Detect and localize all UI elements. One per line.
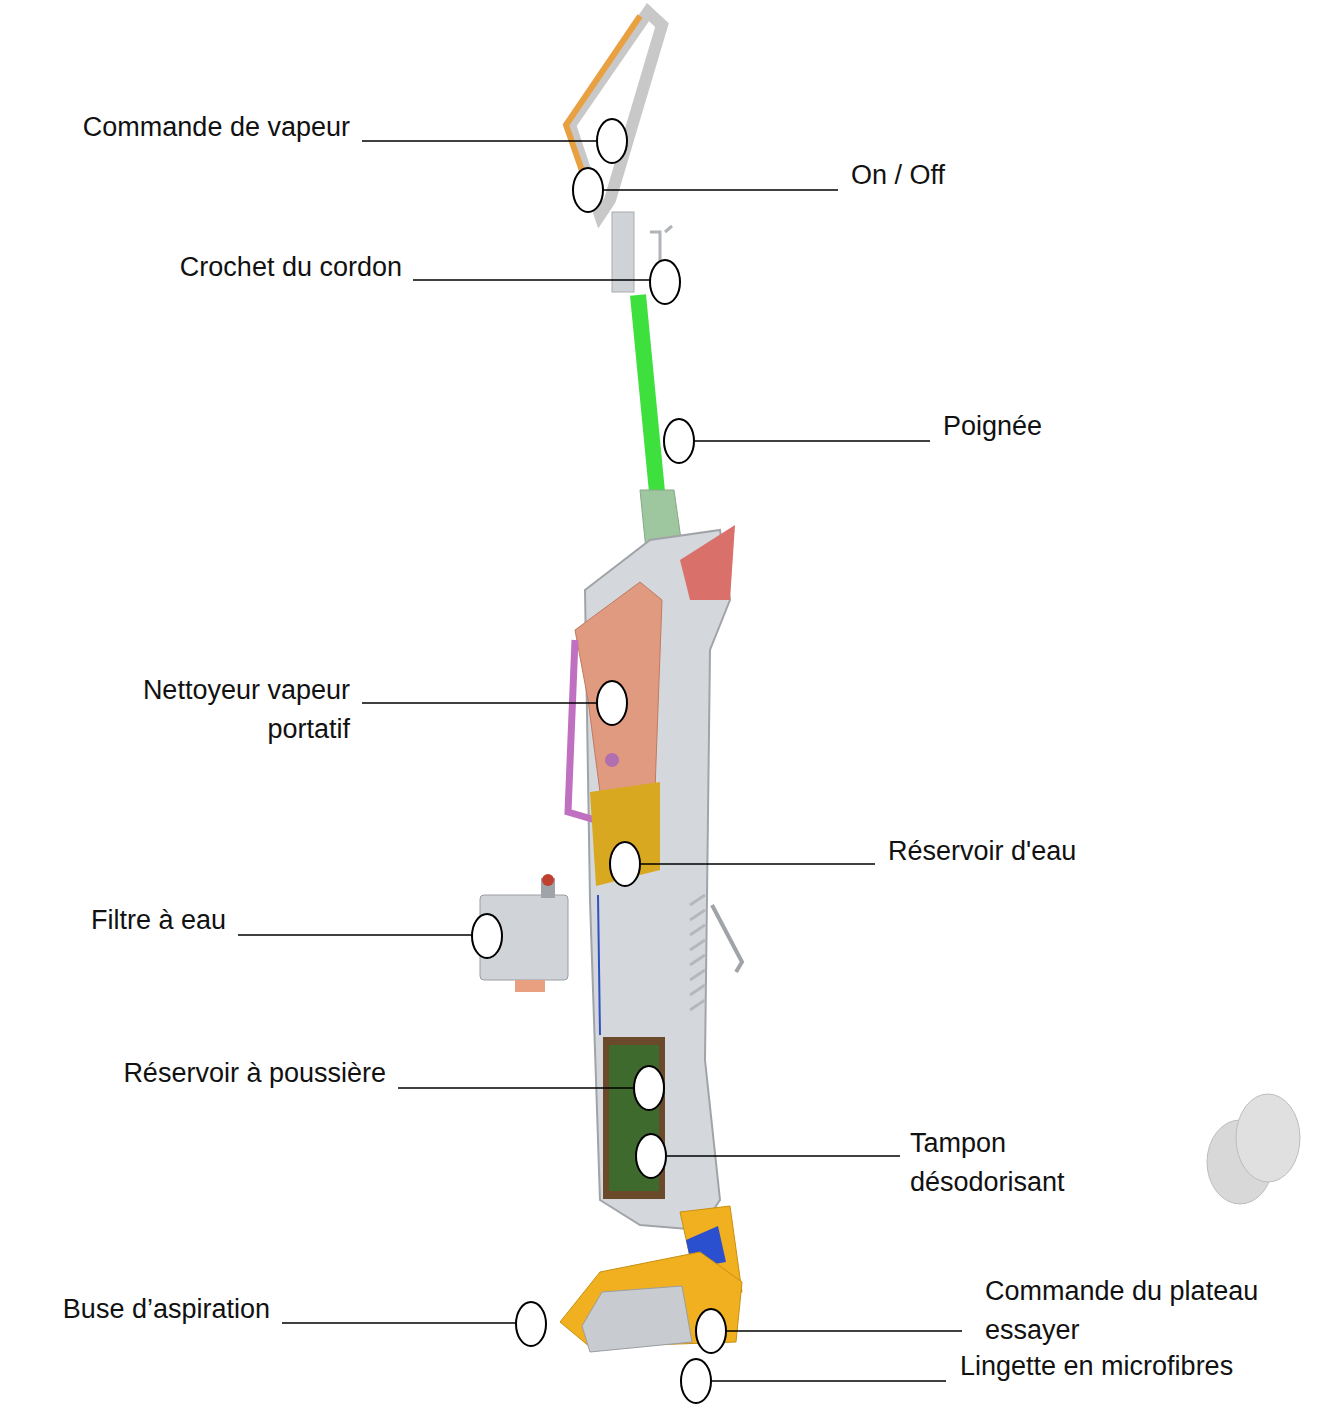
handle-loop — [570, 12, 662, 215]
part-label: Nettoyeur vapeur portatif — [60, 671, 350, 749]
part-label: Commande du plateau essayer — [985, 1272, 1331, 1350]
part-label: Lingette en microfibres — [960, 1347, 1331, 1386]
vents — [690, 895, 705, 1010]
filter-tab — [515, 980, 545, 992]
part-label: Tampon désodorisant — [910, 1124, 1125, 1202]
part-label: On / Off — [851, 156, 1151, 195]
pad-plate — [582, 1286, 692, 1352]
seam-line — [598, 895, 600, 1035]
green-rod — [638, 295, 657, 492]
dust-tank-frame — [603, 1037, 665, 1199]
deodorizing-pad — [1236, 1094, 1300, 1182]
part-label: Réservoir à poussière — [0, 1054, 386, 1093]
top-cap — [680, 525, 735, 600]
part-label: Crochet du cordon — [0, 248, 402, 287]
side-hook — [712, 905, 742, 972]
filter-cap-top — [542, 874, 554, 886]
part-label: Filtre à eau — [0, 901, 226, 940]
part-label: Réservoir d'eau — [888, 832, 1288, 871]
panel-button — [605, 753, 619, 767]
handheld-panel — [575, 582, 662, 792]
callout-markers — [472, 119, 726, 1403]
water-tank-part — [590, 782, 660, 886]
leader-lines — [238, 141, 962, 1381]
part-label: Poignée — [943, 407, 1243, 446]
part-label: Buse d’aspiration — [0, 1290, 270, 1329]
part-label: Commande de vapeur — [0, 108, 350, 147]
